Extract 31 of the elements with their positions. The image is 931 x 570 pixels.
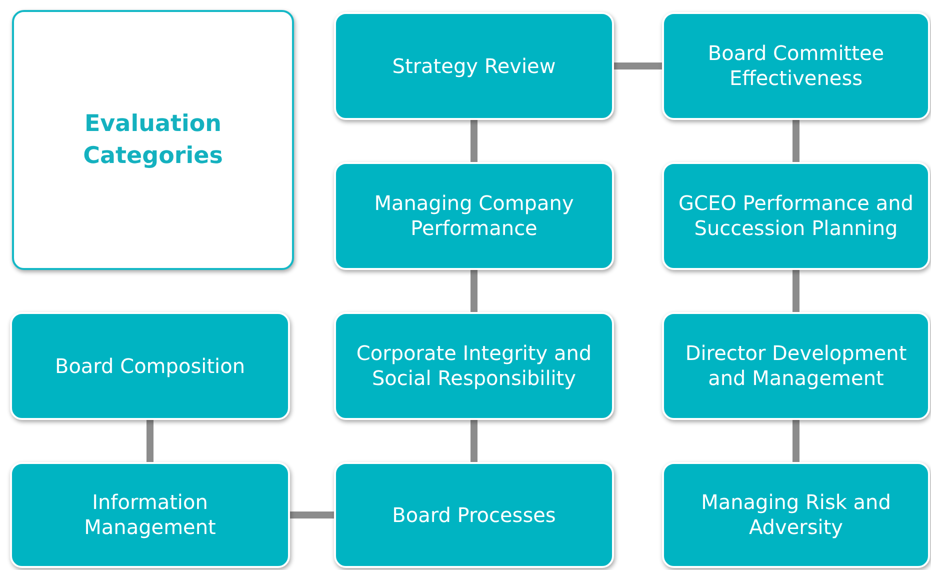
- category-label: Director Development and Management: [684, 341, 908, 391]
- category-box: [662, 162, 930, 270]
- category-box: [334, 312, 614, 420]
- category-box: [662, 12, 930, 120]
- category-box: [10, 312, 290, 420]
- connector-line: [792, 270, 800, 312]
- connector-line: [792, 420, 800, 462]
- connector-line: [290, 512, 334, 518]
- category-box: [334, 462, 614, 568]
- category-box: [334, 12, 614, 120]
- category-label: Information Management: [83, 490, 217, 540]
- connector-line: [146, 420, 154, 462]
- category-box: [662, 462, 930, 568]
- connector-line: [470, 120, 478, 162]
- category-label: Board Composition: [54, 354, 246, 378]
- category-label: Managing Company Performance: [373, 191, 575, 241]
- category-label: Board Committee Effectiveness: [706, 41, 886, 91]
- connector-line: [792, 120, 800, 162]
- connector-line: [470, 420, 478, 462]
- connector-line: [614, 62, 662, 70]
- category-label: Managing Risk and Adversity: [700, 490, 892, 540]
- category-label: GCEO Performance and Succession Planning: [678, 191, 914, 241]
- heading-box: [12, 10, 294, 270]
- category-box: [662, 312, 930, 420]
- category-label: Strategy Review: [392, 54, 556, 78]
- category-label: Corporate Integrity and Social Responsibility: [355, 341, 593, 391]
- category-box: [10, 462, 290, 568]
- heading-text: Evaluation Categories: [82, 110, 224, 171]
- category-box: [334, 162, 614, 270]
- category-label: Board Processes: [392, 502, 556, 528]
- connector-line: [470, 270, 478, 312]
